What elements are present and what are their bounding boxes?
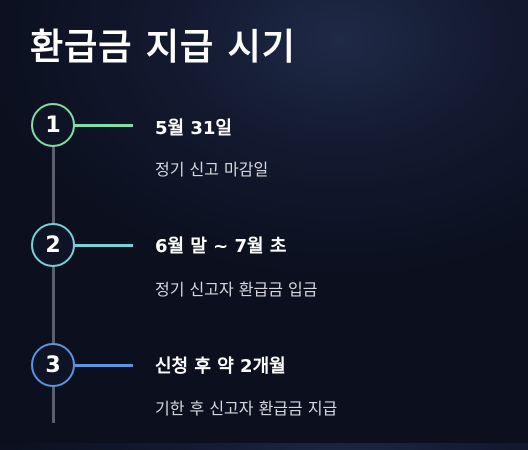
page-title: 환급금 지급 시기 <box>30 27 296 68</box>
step-description: 정기 신고자 환급금 입금 <box>155 280 318 299</box>
step-number-circle: 1 <box>31 103 75 147</box>
step-number: 1 <box>45 112 61 138</box>
step-title: 5월 31일 <box>155 118 232 139</box>
timeline-step-2: 2 6월 말 ~ 7월 초 정기 신고자 환급금 입금 <box>0 220 528 330</box>
step-description: 기한 후 신고자 환급금 지급 <box>155 399 338 418</box>
step-title: 6월 말 ~ 7월 초 <box>155 236 287 257</box>
timeline-step-1: 1 5월 31일 정기 신고 마감일 <box>0 100 528 210</box>
step-connector <box>75 364 133 367</box>
timeline-step-3: 3 신청 후 약 2개월 기한 후 신고자 환급금 지급 <box>0 340 528 450</box>
step-title: 신청 후 약 2개월 <box>155 356 286 377</box>
step-connector <box>75 124 133 127</box>
step-number: 2 <box>45 232 61 258</box>
timeline-line <box>52 126 55 423</box>
step-number-circle: 3 <box>31 343 75 387</box>
step-number-circle: 2 <box>31 223 75 267</box>
step-connector <box>75 244 133 247</box>
step-number: 3 <box>45 352 61 378</box>
step-description: 정기 신고 마감일 <box>155 160 269 179</box>
